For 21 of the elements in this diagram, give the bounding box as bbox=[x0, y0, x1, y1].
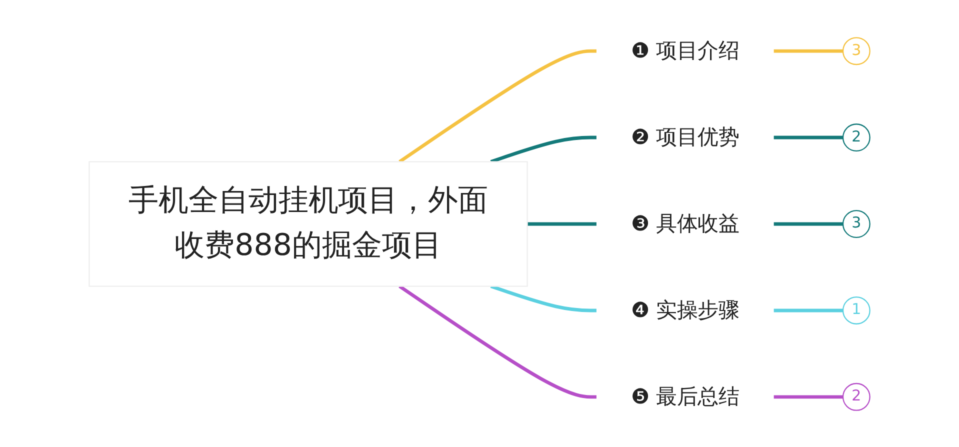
connector bbox=[398, 284, 596, 398]
node-circle: 3 bbox=[842, 210, 870, 238]
node-text: ❸ 具体收益 bbox=[631, 211, 740, 236]
node-text: ❶ 项目介绍 bbox=[631, 38, 740, 63]
node-text: ❹ 实操步骤 bbox=[631, 298, 740, 322]
node-text: ❷ 项目优势 bbox=[631, 124, 740, 150]
connector bbox=[774, 135, 843, 139]
connector bbox=[527, 222, 596, 226]
connector bbox=[398, 48, 596, 163]
node-circle: 2 bbox=[842, 123, 870, 152]
node-circle: 3 bbox=[842, 36, 870, 65]
connector bbox=[774, 222, 843, 226]
connector bbox=[490, 284, 596, 312]
connector bbox=[774, 48, 843, 52]
connector bbox=[774, 308, 843, 312]
node-text: ❺ 最后总结 bbox=[631, 384, 740, 409]
node-circle: 1 bbox=[842, 296, 870, 324]
node-box: 手机全自动挂机项目，外面收费888的掘金项目 bbox=[88, 160, 528, 286]
connector bbox=[490, 135, 596, 163]
node-circle: 2 bbox=[842, 382, 870, 410]
connector bbox=[774, 394, 843, 398]
